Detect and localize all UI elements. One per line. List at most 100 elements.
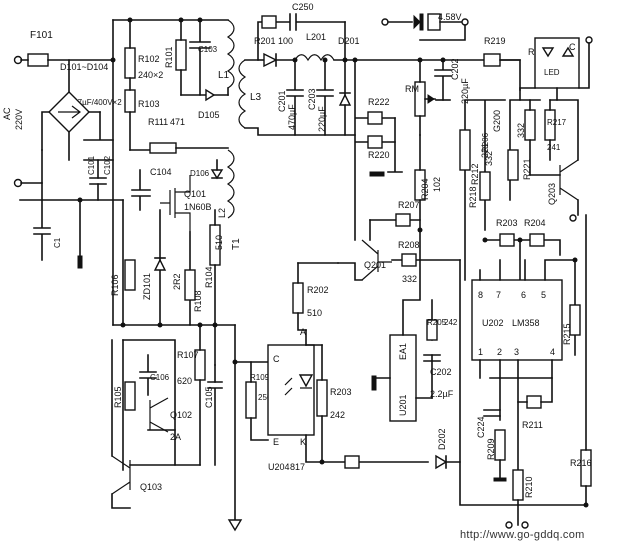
label-4-58v: 4.58V (438, 12, 462, 22)
label-u202: U202 (482, 318, 504, 328)
label-pin1: 1 (478, 347, 483, 357)
resistor-r218 (479, 171, 491, 201)
label-q102: Q102 (170, 410, 192, 420)
label-r203b: R203 (496, 218, 518, 228)
resistor-r211 (526, 395, 542, 409)
label-c224: C224 (476, 416, 486, 438)
label-r111: R111 (148, 117, 168, 127)
resistor-r102 (124, 47, 136, 79)
led-indicator (534, 37, 580, 89)
label-c202b-value: 2.2µF (430, 389, 454, 399)
label-q102-type: 2A (170, 432, 181, 442)
resistor-r212 (459, 129, 471, 171)
label-d106: D106 (190, 169, 210, 178)
label-r222: R222 (368, 97, 390, 107)
label-2r2: 2R2 (172, 273, 182, 290)
label-opto-k: K (300, 437, 306, 447)
label-pin7: 7 (496, 290, 501, 300)
watermark-url: http://www.go-gddq.com (460, 529, 585, 541)
junction-dots (77, 17, 589, 508)
label-r218-value: 332 (484, 151, 494, 166)
resistor-r204-bias (529, 233, 545, 247)
label-d105: D105 (198, 110, 220, 120)
resistor-r215 (569, 304, 581, 336)
label-r216: R216 (570, 458, 592, 468)
diode-d201 (263, 52, 278, 68)
label-lm358: LM358 (512, 318, 540, 328)
label-led-r: R (528, 47, 535, 57)
terminal-mid-right (569, 214, 577, 222)
resistor-r201 (261, 15, 277, 29)
label-c103: C103 (198, 45, 218, 54)
diode-d106 (210, 169, 224, 180)
resistor-r202 (292, 282, 304, 314)
label-c101: C101 (87, 155, 96, 175)
resistor-r207 (395, 213, 411, 227)
output-terminal-right (461, 18, 469, 26)
label-l201: L201 (306, 32, 326, 42)
label-r219: R219 (484, 36, 506, 46)
transistor-q203 (559, 159, 579, 201)
label-r202: R202 (307, 285, 329, 295)
label-r212-value: 221 (480, 143, 490, 158)
winding-l3 (238, 59, 247, 129)
mosfet-q101 (160, 175, 191, 232)
resistor-r219 (483, 53, 501, 67)
resistor-r108 (184, 269, 196, 301)
optocoupler-u204: C A E K U204 817 R202 510 R203 242 (267, 262, 352, 472)
label-pin8: 8 (478, 290, 483, 300)
label-r205-value: 242 (444, 318, 458, 327)
resistor-r222 (367, 111, 383, 125)
resistor-r101 (175, 39, 187, 71)
resistor-r220 (367, 135, 383, 149)
label-r209: R209 (486, 438, 496, 460)
label-c201: C201 (277, 90, 287, 112)
label-q101: Q101 (184, 189, 206, 199)
zener-zd101 (153, 258, 167, 271)
label-r107: R107 (177, 350, 199, 360)
optocoupler-body (267, 344, 315, 436)
label-r211: R211 (522, 420, 543, 430)
primary-switching-section: R102 240×2 R103 R101 C103 D105 L1 R111 4… (110, 19, 272, 532)
label-c202-value: 220µF (460, 78, 470, 104)
resistor-series-opto (344, 455, 360, 469)
label-r208: R208 (398, 240, 420, 250)
label-r109-value: 256 (258, 393, 272, 402)
resistor-r208 (401, 253, 417, 267)
resistor-r105 (124, 381, 136, 411)
label-r101: R101 (164, 46, 174, 68)
label-ea1: EA1 (398, 343, 408, 360)
label-r221: R221 (522, 158, 532, 180)
label-r215: R215 (562, 323, 572, 345)
diode-d105 (205, 88, 216, 102)
label-zd101: ZD101 (142, 273, 152, 300)
transistor-q102 (149, 397, 169, 433)
terminal-bottom-left (505, 521, 513, 529)
label-c106: C106 (150, 373, 170, 382)
label-l1: L1 (218, 70, 230, 81)
label-r205: R205 (427, 318, 447, 327)
fuse-f101 (27, 53, 49, 67)
label-r105: R105 (113, 386, 123, 408)
label-opto-c: C (273, 354, 280, 364)
label-r202-value: 510 (307, 308, 322, 318)
label-q203: Q203 (547, 183, 557, 205)
diode-d202 (435, 454, 448, 470)
resistor-r111 (149, 142, 177, 154)
label-r203-value: 242 (330, 410, 345, 420)
label-r204-value: 102 (432, 177, 442, 192)
output-terminal-left (381, 18, 389, 26)
label-c202: C202 (450, 58, 460, 80)
label-r204: R204 (420, 178, 430, 200)
diode-clamp (338, 93, 352, 106)
label-817: 817 (290, 462, 305, 472)
winding-l1 (226, 19, 235, 89)
resistor-r221 (507, 149, 519, 181)
resistor-r203-bias (499, 233, 515, 247)
label-c1: C1 (53, 237, 62, 248)
ac-input-section: F101 D101~D104 4.7µF/400V×2 AC 220V C101… (2, 30, 124, 269)
label-cap-in: 4.7µF/400V×2 (71, 98, 122, 107)
resistor-r109 (245, 381, 257, 419)
resistor-r103 (124, 89, 136, 113)
label-l3: L3 (250, 92, 262, 103)
